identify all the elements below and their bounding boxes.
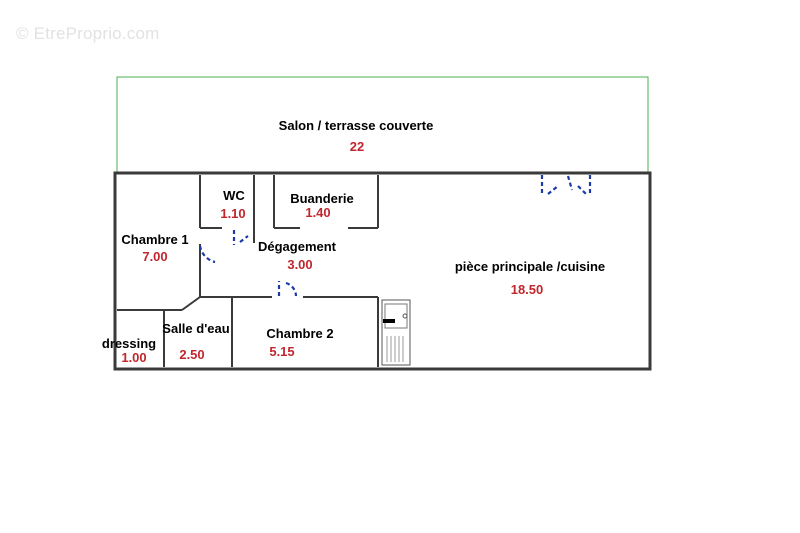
kitchen-sink [381,299,411,366]
door-wc-swing [239,235,249,243]
sink-drain [402,313,408,319]
room-name-chambre2: Chambre 2 [266,326,333,341]
room-name-chambre1: Chambre 1 [121,232,188,247]
exterior-wall [113,171,652,371]
interior-walls [117,175,379,367]
room-name-piece-principale: pièce principale /cuisine [455,259,605,274]
room-area-dressing: 1.00 [121,350,146,365]
room-name-wc: WC [223,188,245,203]
room-area-salon: 22 [350,139,364,154]
door-chambre1 [198,245,216,264]
room-area-degagement: 3.00 [287,257,312,272]
room-name-buanderie: Buanderie [290,191,354,206]
door-terrace [540,175,592,196]
door-degagement [277,281,298,297]
room-name-degagement: Dégagement [258,239,337,254]
room-area-chambre2: 5.15 [269,344,294,359]
room-area-wc: 1.10 [220,206,245,221]
room-name-salle-eau: Salle d'eau [162,321,229,336]
room-name-salon: Salon / terrasse couverte [279,118,434,133]
doors [198,175,592,297]
room-name-dressing: dressing [102,336,156,351]
sink-drainer [386,336,404,362]
sink-tap [383,319,395,323]
room-area-salle-eau: 2.50 [179,347,204,362]
room-area-chambre1: 7.00 [142,249,167,264]
room-area-piece-principale: 18.50 [511,282,544,297]
room-area-buanderie: 1.40 [305,205,330,220]
watermark: © EtreProprio.com [16,24,160,43]
